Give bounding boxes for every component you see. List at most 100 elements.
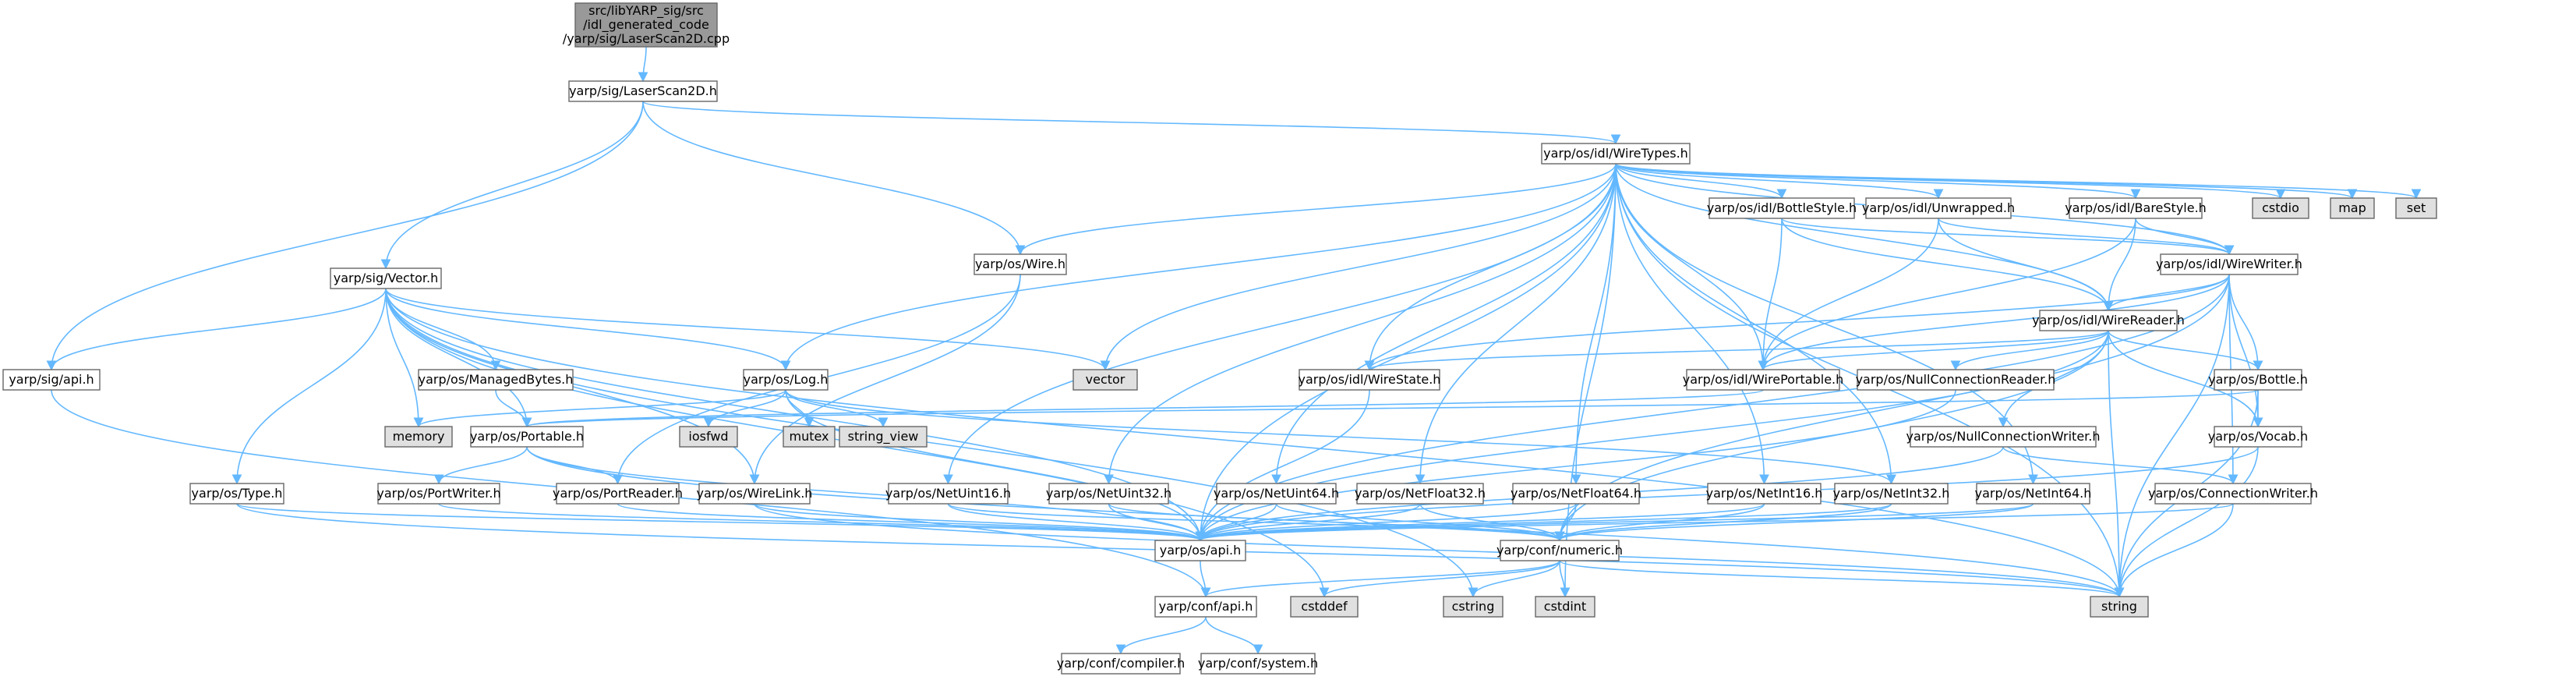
edge-wiretypes_h-to-set — [1615, 163, 2421, 200]
edge-wiretypes_h-to-unwrapped_h — [1615, 163, 1944, 200]
node-bottlestyle_h[interactable]: yarp/os/idl/BottleStyle.h — [1707, 197, 1857, 219]
edge-wiretypes_h-to-cstdio — [1615, 163, 2285, 200]
node-conf_api_h[interactable]: yarp/conf/api.h — [1154, 596, 1257, 618]
node-conf_system_h[interactable]: yarp/conf/system.h — [1198, 653, 1318, 675]
node-vocab_h[interactable]: yarp/os/Vocab.h — [2208, 426, 2308, 448]
edge-wirewriter_h-to-wireportable_h — [1758, 274, 2230, 371]
node-netuint32_h[interactable]: yarp/os/NetUint32.h — [1046, 483, 1171, 505]
edge-os_log_h-to-string_view — [785, 389, 889, 428]
node-label: vector — [1086, 372, 1125, 387]
node-netfloat32_h[interactable]: yarp/os/NetFloat32.h — [1355, 483, 1486, 505]
edge-barestyle_h-to-wirereader_h — [2103, 218, 2136, 312]
node-box — [384, 426, 453, 448]
node-laserscan2d_h[interactable]: yarp/sig/LaserScan2D.h — [568, 80, 718, 102]
node-os_type_h[interactable]: yarp/os/Type.h — [189, 483, 284, 505]
node-box — [1154, 540, 1246, 561]
edge-conf_numeric_h-to-string — [1559, 560, 2125, 598]
node-wirestate_h[interactable]: yarp/os/idl/WireState.h — [1299, 369, 1441, 391]
node-netfloat64_h[interactable]: yarp/os/NetFloat64.h — [1511, 483, 1641, 505]
node-box — [1443, 596, 1504, 618]
node-netuint16_h[interactable]: yarp/os/NetUint16.h — [885, 483, 1011, 505]
edge-wirestate_h-to-os_api_h — [1195, 389, 1370, 542]
edge-conf_numeric_h-to-cstdint — [1559, 560, 1571, 598]
node-netint64_h[interactable]: yarp/os/NetInt64.h — [1975, 483, 2092, 505]
node-nullconnreader_h[interactable]: yarp/os/NullConnectionReader.h — [1856, 369, 2056, 391]
edge-wiretypes_h-to-netuint64_h — [1271, 163, 1617, 485]
node-os_log_h[interactable]: yarp/os/Log.h — [743, 369, 829, 391]
edge-unwrapped_h-to-wirewriter_h — [1938, 218, 2235, 256]
node-label: yarp/os/NullConnectionWriter.h — [1906, 429, 2100, 444]
edge-sig_vector_h-to-os_portable_h — [385, 288, 532, 428]
node-box — [1535, 596, 1595, 618]
node-label: cstring — [1452, 599, 1495, 614]
edge-bottlestyle_h-to-wireportable_h — [1758, 218, 1783, 371]
node-conf_compiler_h[interactable]: yarp/conf/compiler.h — [1057, 653, 1186, 675]
edge-conf_api_h-to-conf_compiler_h — [1115, 616, 1207, 655]
node-box — [2214, 426, 2302, 448]
edge-wiretypes_h-to-wireportable_h — [1615, 163, 1769, 371]
node-unwrapped_h[interactable]: yarp/os/idl/Unwrapped.h — [1862, 197, 2015, 219]
node-box — [679, 426, 738, 448]
node-cstdio: cstdio — [2252, 197, 2309, 219]
node-wiretypes_h[interactable]: yarp/os/idl/WireTypes.h — [1541, 143, 1691, 165]
edge-portwriter_h-to-os_api_h — [438, 503, 1205, 542]
node-netint32_h[interactable]: yarp/os/NetInt32.h — [1833, 483, 1950, 505]
node-box — [1299, 369, 1440, 391]
node-portreader_h[interactable]: yarp/os/PortReader.h — [553, 483, 683, 505]
node-barestyle_h[interactable]: yarp/os/idl/BareStyle.h — [2065, 197, 2207, 219]
node-mutex: mutex — [783, 426, 836, 448]
node-wirewriter_h[interactable]: yarp/os/idl/WireWriter.h — [2156, 253, 2302, 275]
node-label: src/libYARP_sig/src — [588, 3, 704, 19]
edge-connwriter_h-to-string — [2114, 503, 2234, 598]
edge-wiretypes_h-to-netint16_h — [1615, 163, 1769, 485]
node-label: yarp/os/PortWriter.h — [376, 486, 500, 501]
node-label: yarp/os/NetUint32.h — [1046, 486, 1171, 501]
node-box — [2160, 253, 2299, 275]
node-box — [743, 369, 829, 391]
node-os_wire_h[interactable]: yarp/os/Wire.h — [974, 253, 1067, 275]
node-managedbytes_h[interactable]: yarp/os/ManagedBytes.h — [418, 369, 574, 391]
edge-wiretypes_h-to-bottlestyle_h — [1615, 163, 1787, 200]
node-sig_api_h[interactable]: yarp/sig/api.h — [2, 369, 101, 391]
node-box — [1541, 143, 1691, 165]
edge-laserscan2d_h-to-sig_vector_h — [380, 101, 644, 270]
node-label: yarp/os/Type.h — [192, 486, 283, 501]
node-sig_vector_h[interactable]: yarp/sig/Vector.h — [330, 267, 442, 289]
node-label: set — [2407, 200, 2426, 215]
node-nullconnwriter_h[interactable]: yarp/os/NullConnectionWriter.h — [1906, 426, 2101, 448]
edge-wirereader_h-to-wirestate_h — [1365, 330, 2109, 371]
node-conf_numeric_h[interactable]: yarp/conf/numeric.h — [1496, 540, 1623, 561]
edge-os_log_h-to-memory — [413, 389, 786, 428]
node-os_api_h[interactable]: yarp/os/api.h — [1154, 540, 1246, 561]
node-label: yarp/os/idl/WireWriter.h — [2156, 257, 2302, 271]
edge-bottle_h-to-os_portable_h — [522, 389, 2259, 428]
node-box — [1200, 653, 1316, 675]
node-label: string — [2101, 599, 2137, 614]
edge-netuint64_h-to-conf_numeric_h — [1275, 503, 1565, 542]
node-portwriter_h[interactable]: yarp/os/PortWriter.h — [376, 483, 501, 505]
node-wireportable_h[interactable]: yarp/os/idl/WirePortable.h — [1683, 369, 1844, 391]
node-connwriter_h[interactable]: yarp/os/ConnectionWriter.h — [2148, 483, 2318, 505]
edge-bottlestyle_h-to-wirereader_h — [1781, 218, 2114, 312]
node-label: yarp/os/Vocab.h — [2208, 429, 2308, 444]
edge-wireportable_h-to-os_portable_h — [522, 389, 1764, 428]
node-label: yarp/os/PortReader.h — [553, 486, 683, 501]
node-wirelink_h[interactable]: yarp/os/WireLink.h — [697, 483, 813, 505]
edge-laserscan2d_h-to-sig_api_h — [46, 101, 644, 371]
node-netuint64_h[interactable]: yarp/os/NetUint64.h — [1214, 483, 1339, 505]
edge-laserscan2d_h-to-os_wire_h — [642, 101, 1026, 256]
edges-layer — [46, 46, 2421, 655]
node-box — [974, 253, 1067, 275]
node-os_portable_h[interactable]: yarp/os/Portable.h — [470, 426, 584, 448]
node-box — [330, 267, 442, 289]
node-bottle_h[interactable]: yarp/os/Bottle.h — [2208, 369, 2308, 391]
edge-sig_vector_h-to-os_log_h — [385, 288, 791, 371]
node-label: yarp/sig/Vector.h — [334, 271, 438, 285]
edge-barestyle_h-to-wireportable_h — [1758, 218, 2136, 371]
edge-wirereader_h-to-vocab_h — [2108, 330, 2263, 428]
node-box — [1512, 483, 1640, 505]
node-wirereader_h[interactable]: yarp/os/idl/WireReader.h — [2032, 310, 2185, 331]
edge-sig_vector_h-to-memory — [385, 288, 424, 428]
edge-wirereader_h-to-nullconnreader_h — [1950, 330, 2109, 371]
node-netint16_h[interactable]: yarp/os/NetInt16.h — [1706, 483, 1823, 505]
